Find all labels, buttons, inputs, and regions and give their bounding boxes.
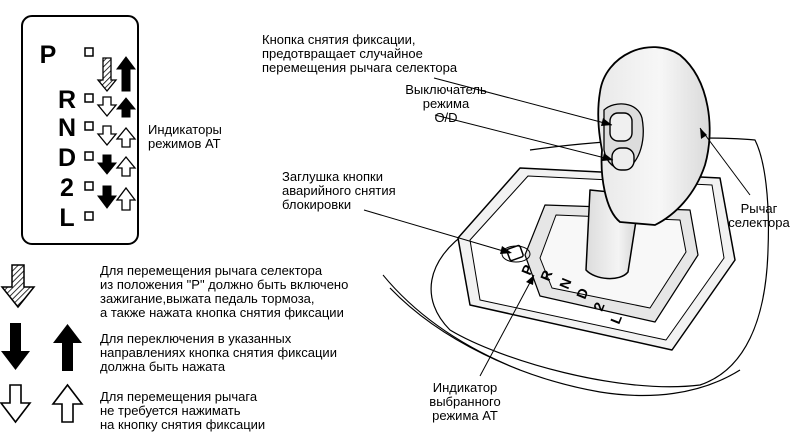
selected-mode-indicator-label-line: Индикатор [432, 380, 498, 395]
legend-line: Для перемещения рычага [100, 389, 258, 404]
gear-letter-p: P [40, 41, 57, 69]
selector-lever-leader [699, 127, 751, 196]
legend-line: Для переключения в указанных [100, 331, 292, 346]
legend-line: должна быть нажата [100, 359, 226, 374]
legend-line: Для перемещения рычага селектора [100, 263, 323, 278]
outline-down-arrow-icon [96, 125, 118, 147]
gear-indicator-panel: P R N D 2 L [21, 15, 139, 245]
release-button-label-line: Кнопка снятия фиксации, [262, 32, 416, 47]
solid-down-arrow-icon [97, 185, 117, 209]
solid-up-arrow-icon [116, 56, 136, 92]
arrowhead [700, 128, 707, 139]
legend-entry-solid: Для переключения в указанных направления… [100, 332, 337, 374]
gear-letter-n: N [58, 114, 76, 142]
outline-up-arrow-icon [115, 186, 137, 211]
hatched-down-arrow-icon [96, 57, 118, 93]
solid-up-arrow-icon [115, 97, 137, 118]
legend-line: зажигание,выжата педаль тормоза, [100, 291, 315, 306]
gear-letter-d: D [58, 144, 76, 172]
shift-lock-plug-label-line: Заглушка кнопки [282, 169, 383, 184]
outline-up-arrow-icon [115, 155, 137, 177]
od-switch-leader [434, 114, 614, 161]
legend-hatched-arrow-icon [0, 264, 36, 309]
arrowhead [500, 246, 512, 254]
legend-icons [0, 264, 84, 424]
legend-entry-outline: Для перемещения рычага не требуется нажи… [100, 390, 265, 432]
od-switch-label-line: режима [422, 96, 470, 111]
arrowhead [526, 275, 534, 285]
od-switch-label-line: Выключатель [405, 82, 487, 97]
legend-line: не требуется нажимать [100, 403, 241, 418]
indicator-lamp-d [84, 151, 94, 161]
console-side-line [382, 274, 521, 371]
indicator-lamp-r [84, 93, 94, 103]
outline-up-arrow-icon [115, 126, 137, 148]
shift-lock-plug-label-line: аварийного снятия [282, 183, 396, 198]
legend-solid-up-arrow-icon [53, 324, 82, 371]
shift-lock-plug-leader [363, 209, 511, 254]
console-lower-edge [389, 287, 741, 397]
release-button [609, 112, 633, 142]
shift-lock-plug-ring [501, 245, 531, 263]
od-switch-label: Выключатель режима O/D [400, 83, 492, 125]
legend-line: из положения "P" должно быть включено [100, 277, 349, 292]
selector-assembly [382, 46, 770, 397]
indicator-lamp-p [84, 47, 94, 57]
release-button-label: Кнопка снятия фиксации, предотвращает сл… [262, 33, 457, 75]
legend-entry-hatched: Для перемещения рычага селектора из поло… [100, 264, 348, 320]
legend-solid-down-arrow-icon [1, 323, 30, 370]
selector-lever-label-line: селектора [728, 215, 790, 230]
selector-lever-label-line: Рычаг [740, 201, 778, 216]
gear-indicators-label-line2: режимов АТ [148, 136, 221, 151]
selector-lever-label: Рычаг селектора [722, 202, 796, 230]
legend-outline-down-arrow-icon [0, 384, 32, 424]
gear-letter-2: 2 [60, 174, 74, 202]
legend-outline-up-arrow-icon [51, 383, 84, 423]
gear-indicators-label: Индикаторы режимов АТ [148, 123, 222, 151]
od-switch-label-line: O/D [434, 110, 458, 125]
indicator-lamp-2 [84, 181, 94, 191]
outline-down-arrow-icon [96, 96, 118, 118]
release-button-leader [433, 77, 613, 126]
indicator-lamps [84, 47, 94, 221]
od-switch-button [611, 147, 635, 171]
release-button-label-line: перемещения рычага селектора [262, 60, 458, 75]
legend-line: а также нажата кнопка снятия фиксации [100, 305, 344, 320]
gear-letter-r: R [58, 86, 76, 114]
leader-lines [363, 77, 751, 377]
shift-lock-plug-label-line: блокировки [282, 197, 352, 212]
legend-line: на кнопку снятия фиксации [100, 417, 266, 432]
gear-letter-l: L [59, 204, 74, 232]
gear-indicators-label-line1: Индикаторы [148, 122, 222, 137]
shift-lock-plug-label: Заглушка кнопки аварийного снятия блокир… [282, 170, 396, 212]
selected-mode-indicator-label-line: выбранного [429, 394, 501, 409]
arrowhead [601, 118, 612, 126]
leader-arrowheads [500, 118, 707, 285]
selected-mode-indicator-label-line: режима АТ [432, 408, 498, 423]
selector-knob [597, 46, 711, 226]
selected-mode-indicator-label: Индикатор выбранного режима АТ [412, 381, 518, 423]
solid-down-arrow-icon [96, 154, 118, 175]
indicator-lamp-l [84, 211, 94, 221]
release-button-label-line: предотвращает случайное [262, 46, 423, 61]
indicator-lamp-n [84, 121, 94, 131]
legend-line: направлениях кнопка снятия фиксации [100, 345, 337, 360]
arrowhead [602, 153, 613, 161]
console-outline [430, 137, 770, 388]
shift-lock-plug [506, 244, 524, 262]
mode-indicator-leader [479, 274, 535, 377]
